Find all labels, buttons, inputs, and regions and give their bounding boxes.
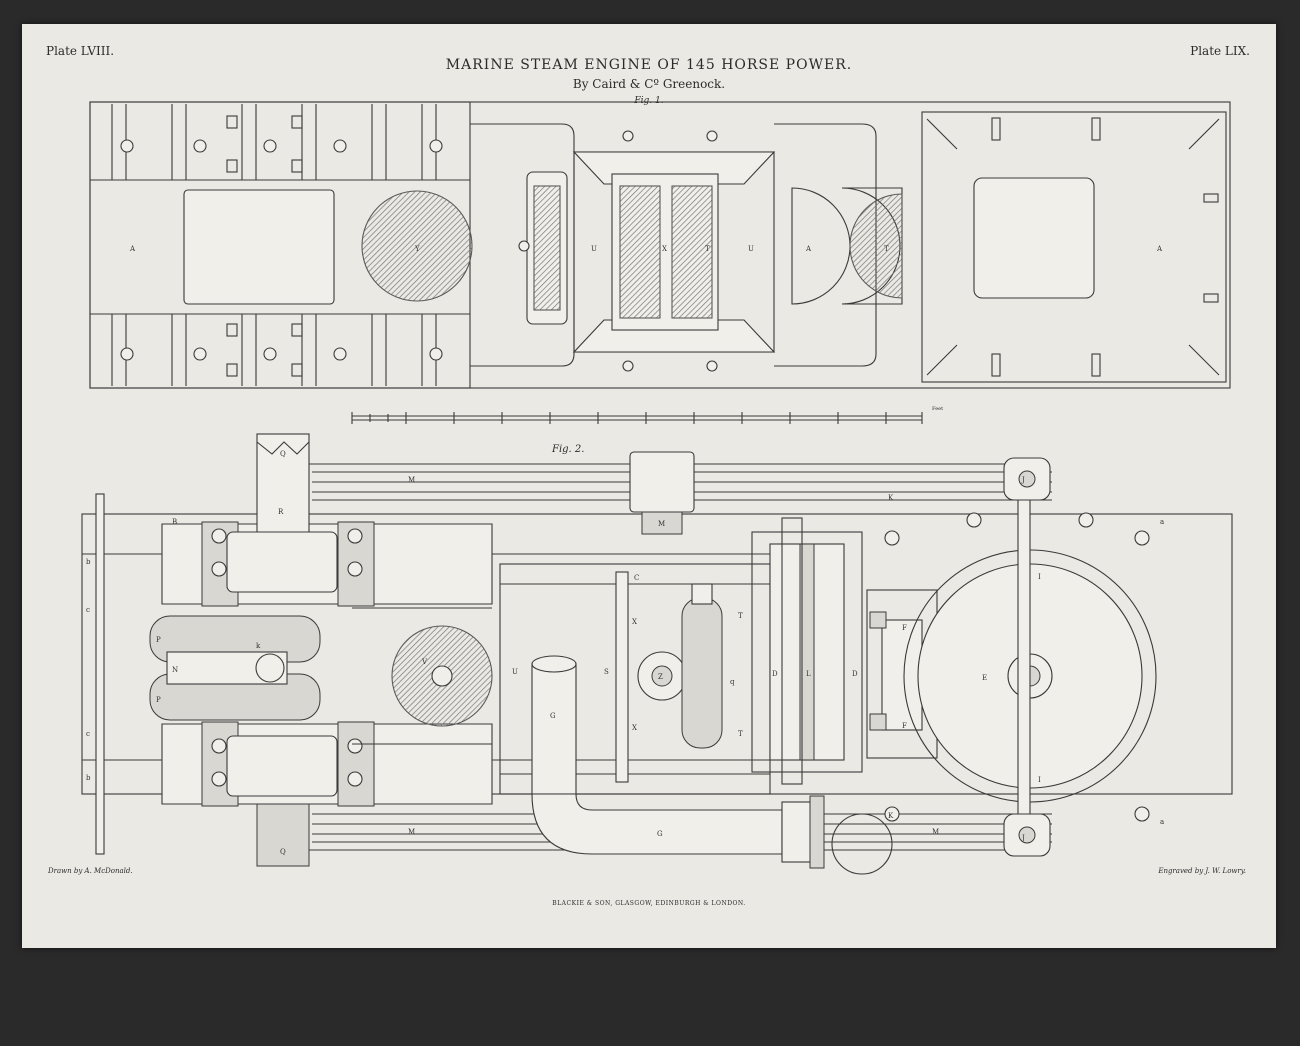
fig2-letter: M bbox=[658, 520, 665, 528]
fig1-letter: U bbox=[748, 245, 754, 253]
fig2-letter: G bbox=[550, 712, 556, 720]
fig2-letter: E bbox=[982, 674, 987, 682]
scale-bar bbox=[351, 412, 923, 424]
fig1-condenser-section bbox=[470, 123, 903, 372]
fig2-letter: L bbox=[806, 670, 811, 678]
fig2-letter: T bbox=[738, 730, 743, 738]
fig2-letter: D bbox=[852, 670, 858, 678]
fig2-letter: D bbox=[772, 670, 778, 678]
drawn-by-credit: Drawn by A. McDonald. bbox=[48, 867, 133, 875]
fig2-exhaust-pipe-g bbox=[531, 655, 825, 869]
fig2-letter: X bbox=[632, 724, 637, 732]
fig2-letter: U bbox=[512, 668, 518, 676]
fig2-letter: F bbox=[902, 722, 907, 730]
fig1-right-frame bbox=[921, 111, 1227, 383]
fig1-opening-a bbox=[183, 189, 335, 305]
fig1-opening-a-right bbox=[973, 177, 1095, 299]
fig2-letter: S bbox=[604, 668, 609, 676]
fig2-letter: M bbox=[408, 476, 415, 484]
fig1-letter: T bbox=[884, 245, 889, 253]
fig1-letter: U bbox=[591, 245, 597, 253]
fig1-part-letters: A Y U X T U A T A bbox=[129, 245, 1163, 253]
plate-title: MARINE STEAM ENGINE OF 145 HORSE POWER. bbox=[445, 57, 853, 73]
fig2-caption: Fig. 2. bbox=[552, 444, 585, 455]
fig2-part-letters: Q R M K J B C M P N k P V U S X Z q X T bbox=[86, 450, 1164, 856]
fig2-letter: G bbox=[657, 830, 663, 838]
fig2-letter: I bbox=[1038, 573, 1041, 581]
fig1-plan-view: A Y U X T U A T A bbox=[89, 101, 1231, 389]
fig2-letter: P bbox=[156, 636, 161, 644]
fig2-letter: T bbox=[738, 612, 743, 620]
publisher-credit: BLACKIE & SON, GLASGOW, EDINBURGH & LOND… bbox=[552, 900, 746, 907]
fig2-letter: F bbox=[902, 624, 907, 632]
fig2-letter: K bbox=[888, 812, 894, 820]
fig2-shaft-q-bottom bbox=[256, 803, 310, 867]
fig2-letter: Q bbox=[280, 848, 286, 856]
fig2-letter: X bbox=[632, 618, 637, 626]
fig2-letter: N bbox=[172, 666, 178, 674]
scale-unit-label: Feet bbox=[932, 406, 944, 412]
fig2-letter: K bbox=[888, 494, 894, 502]
fig2-letter: b bbox=[86, 558, 91, 566]
fig2-letter: M bbox=[408, 828, 415, 836]
plate-number-right: Plate LIX. bbox=[1190, 44, 1250, 58]
fig2-plan-view: Q R M K J B C M P N k P V U S X Z q X T bbox=[81, 433, 1233, 875]
fig2-letter: M bbox=[932, 828, 939, 836]
fig2-letter: Z bbox=[658, 673, 663, 681]
engraved-by-credit: Engraved by J. W. Lowry. bbox=[1158, 867, 1246, 875]
fig2-letter: a bbox=[1160, 818, 1164, 826]
fig1-letter: Y bbox=[414, 245, 420, 253]
engraving-sheet: Plate LVIII. Plate LIX. MARINE STEAM ENG… bbox=[22, 24, 1276, 948]
fig1-letter: A bbox=[129, 245, 136, 253]
fig2-letter: b bbox=[86, 774, 91, 782]
plate-number-left: Plate LVIII. bbox=[46, 44, 115, 58]
fig2-letter: R bbox=[278, 508, 284, 516]
fig2-letter: V bbox=[421, 658, 428, 666]
fig1-cylinder-y bbox=[361, 190, 473, 302]
fig2-letter: q bbox=[730, 678, 735, 686]
fig1-letter: A bbox=[1156, 245, 1163, 253]
plate-subtitle: By Caird & Cº Greenock. bbox=[572, 77, 726, 91]
fig2-letter: P bbox=[156, 696, 161, 704]
fig2-shaft-q-top bbox=[256, 433, 310, 535]
fig1-caption: Fig. 1. bbox=[634, 96, 664, 106]
fig2-letter: a bbox=[1160, 518, 1164, 526]
fig1-left-frame bbox=[89, 101, 473, 389]
fig2-letter: k bbox=[256, 642, 261, 650]
fig2-air-pump-q bbox=[681, 597, 723, 749]
fig1-letter: A bbox=[805, 245, 812, 253]
fig2-letter: c bbox=[86, 606, 90, 614]
fig2-letter: I bbox=[1038, 776, 1041, 784]
fig2-letter: J bbox=[1021, 834, 1025, 842]
fig2-letter: J bbox=[1021, 476, 1025, 484]
engine-drawing: A Y U X T U A T A bbox=[81, 101, 1233, 875]
fig2-letter: C bbox=[634, 574, 639, 582]
fig1-letter: X bbox=[662, 245, 667, 253]
fig2-letter: Q bbox=[280, 450, 286, 458]
fig2-piston-crosshead-i bbox=[1017, 471, 1031, 843]
fig2-letter: c bbox=[86, 730, 90, 738]
fig1-letter: T bbox=[705, 245, 710, 253]
fig2-letter: B bbox=[172, 518, 177, 526]
